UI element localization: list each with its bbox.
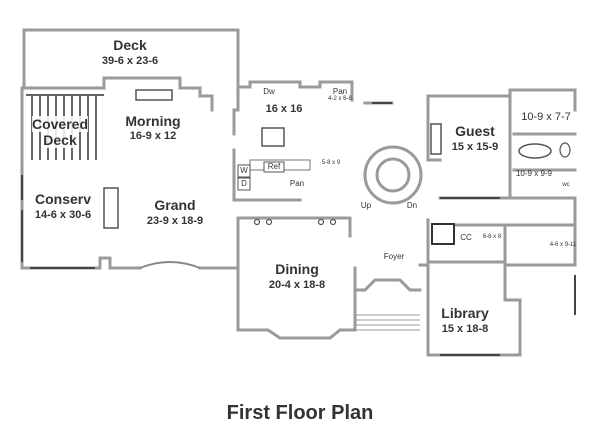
deck-outline [22,28,240,89]
half-bath-size: 5-8 x 9 [321,160,341,166]
guest-closet-size: 10-9 x 7-7 [521,111,571,123]
pan-top-size: 4-2 x 6-8 [328,96,352,102]
deck-name: Deck [113,37,147,53]
guest-top-wall [426,88,577,112]
bath-wall [508,94,577,217]
spiral-stair-inner [375,157,411,193]
guest-fireplace [430,123,442,155]
ref-box [263,161,285,173]
bathtub [518,143,552,159]
morning-wall [102,76,214,98]
conserv-fireplace [103,187,119,229]
stair-up-label: Up [360,201,372,210]
grand-name: Grand [154,197,196,213]
toilet [559,142,571,158]
pan-top-label: Pan [332,87,348,96]
morning-name: Morning [125,113,181,129]
dining-top-wall [236,216,352,238]
kitchen-lower-wall [232,148,302,202]
pan-label: Pan [289,179,305,188]
guest-name: Guest [455,123,495,139]
dining-name: Dining [275,261,319,277]
cc-label: CC [460,233,472,242]
foyer-name: Foyer [383,252,405,261]
dryer-box [237,177,251,191]
dw-label: Dw [263,87,275,96]
grand-bay [139,261,201,269]
grand-size: 23-9 x 18-9 [146,215,204,227]
guest-size: 15 x 15-9 [451,141,499,153]
columns [253,218,337,226]
conserv-size: 14-6 x 30-6 [34,209,92,221]
covered-deck-text: Covered Deck [31,116,89,148]
front-steps [355,314,420,331]
morning-fireplace [135,89,173,101]
washer-box [237,164,251,178]
bath-tag: wc [562,182,570,188]
cc-fixture [431,223,455,245]
ref-label: Ref [267,162,281,171]
dining-wall [236,216,357,340]
guest-bath-size: 10-9 x 9-9 [515,169,553,178]
washer-label: W [240,166,248,175]
conserv-name: Conserv [34,191,92,207]
dryer-label: D [241,179,247,188]
kitchen-island [261,127,285,147]
guest-wall [426,94,442,162]
plan-caption: First Floor Plan [226,402,374,424]
conserv-bottom-wall [20,256,142,270]
dining-size: 20-4 x 18-8 [268,279,326,291]
spiral-stair-outer [363,145,423,205]
cc-wall [426,218,507,264]
stair-closet-size: 4-6 x 9-11 [549,242,577,248]
library-size: 15 x 18-8 [441,323,489,335]
kitchen-top-wall [236,80,354,102]
entry-wall [353,278,422,292]
deck-size: 39-6 x 23-6 [101,55,159,67]
kitchen-wall [232,85,240,136]
kitchen-size: 16 x 16 [265,103,303,115]
covered-deck-name: Covered Deck [20,116,100,148]
library-name: Library [441,305,489,321]
stair-down-label: Dn [406,201,418,210]
powder-size: 6-8 x 8 [482,234,502,240]
morning-size: 16-9 x 12 [129,130,177,142]
